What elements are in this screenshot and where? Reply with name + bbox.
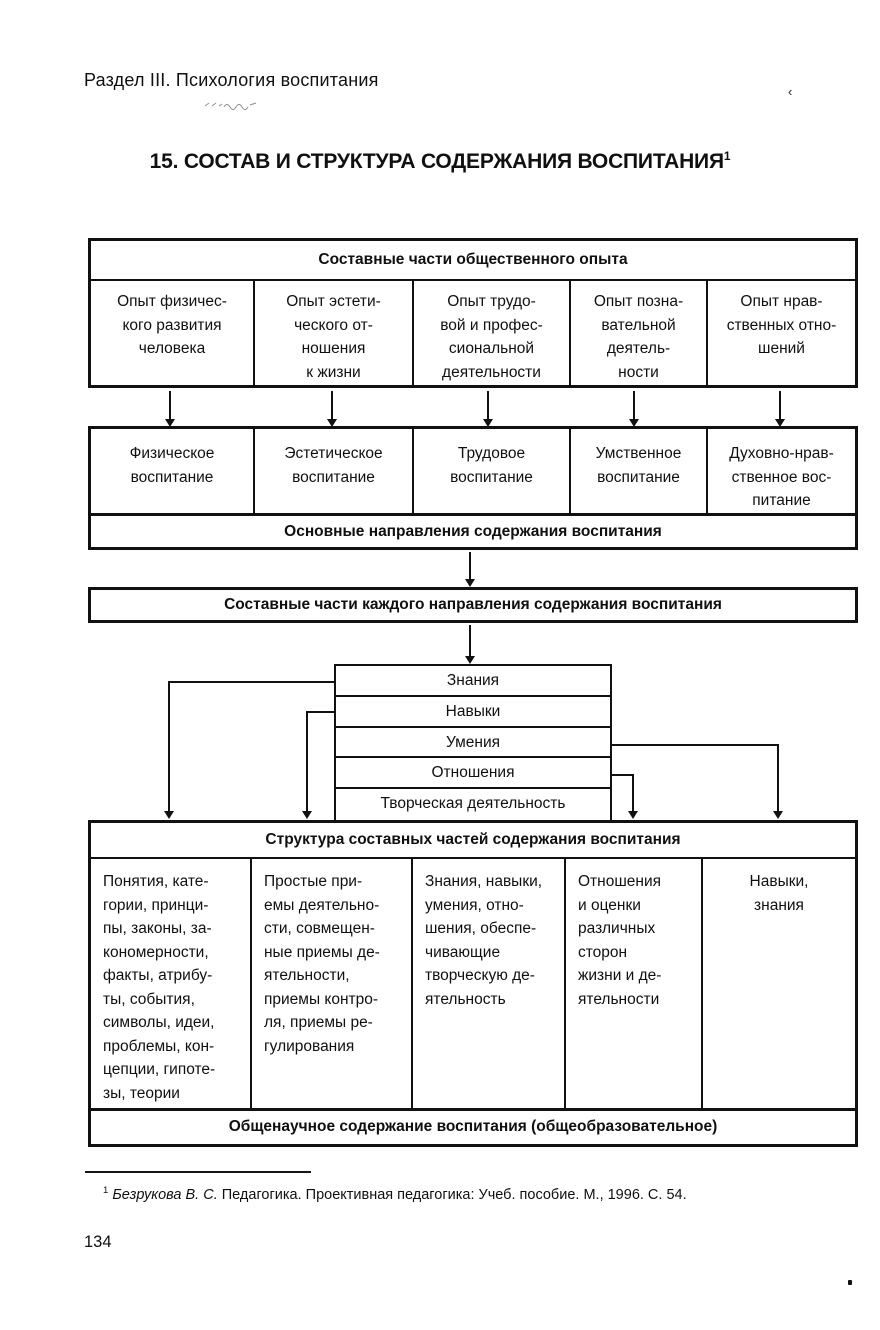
table-cell: Умственное воспитание bbox=[571, 429, 708, 513]
table-cell: Опыт позна- вательной деятель- ности bbox=[571, 281, 708, 385]
connector-line bbox=[306, 711, 334, 713]
table-social-experience: Составные части общественного опыта Опыт… bbox=[88, 238, 858, 388]
arrow-down-head bbox=[775, 419, 785, 427]
table-cell: Навыки, знания bbox=[749, 873, 809, 914]
table-cell: Духовно-нрав- ственное вос- питание bbox=[729, 445, 834, 509]
footnote-author: Безрукова В. С. bbox=[112, 1186, 218, 1203]
arrow-down bbox=[487, 391, 489, 420]
arrow-down-head bbox=[327, 419, 337, 427]
table-footer-band: Общенаучное содержание воспитания (общео… bbox=[91, 1108, 855, 1144]
arrow-down bbox=[633, 391, 635, 420]
arrow-down-head bbox=[629, 419, 639, 427]
scan-artifact-comma: ‹ bbox=[788, 84, 793, 99]
table-cell: Физическое воспитание bbox=[91, 429, 255, 513]
connector-line bbox=[168, 681, 170, 812]
arrow-down bbox=[331, 391, 333, 420]
pencil-smudge bbox=[203, 97, 261, 115]
arrow-down-head bbox=[628, 811, 638, 819]
arrow-down-head bbox=[483, 419, 493, 427]
connector-line bbox=[612, 774, 634, 776]
table-structure: Структура составных частей содержания во… bbox=[88, 820, 858, 1147]
arrow-down-head bbox=[302, 811, 312, 819]
table-cell: Трудовое воспитание bbox=[414, 429, 571, 513]
page-title-text: 15. СОСТАВ И СТРУКТУРА СОДЕРЖАНИЯ ВОСПИТ… bbox=[149, 150, 724, 173]
table-cell: Опыт физичес- кого развития человека bbox=[91, 281, 255, 385]
arrow-down-head bbox=[465, 656, 475, 664]
table-footer-band: Основные направления содержания воспитан… bbox=[91, 513, 855, 547]
table-cell: Эстетическое воспитание bbox=[255, 429, 414, 513]
page-title: 15. СОСТАВ И СТРУКТУРА СОДЕРЖАНИЯ ВОСПИТ… bbox=[0, 149, 880, 174]
connector-line bbox=[612, 744, 779, 746]
table-cell: Отношения и оценки различных сторон жизн… bbox=[566, 859, 703, 1108]
stack-row: Навыки bbox=[336, 697, 610, 728]
page-number: 134 bbox=[84, 1233, 112, 1251]
table-cell: Опыт нрав- ственных отно- шений bbox=[726, 293, 837, 357]
table-header: Составные части общественного опыта bbox=[91, 241, 855, 281]
arrow-down-head bbox=[773, 811, 783, 819]
arrow-down bbox=[169, 391, 171, 420]
stack-row: Отношения bbox=[336, 758, 610, 790]
stack-row: Знания bbox=[336, 666, 610, 697]
arrow-down bbox=[469, 552, 471, 580]
footnote-text: Педагогика. Проективная педагогика: Учеб… bbox=[217, 1186, 687, 1203]
connector-line bbox=[632, 774, 634, 812]
table-cell: Знания, навыки, умения, отно- шения, обе… bbox=[413, 859, 566, 1108]
footnote-separator bbox=[85, 1171, 311, 1173]
table-cell: Опыт эстети- ческого от- ношения к жизни bbox=[255, 281, 414, 385]
page-title-superscript: 1 bbox=[723, 149, 731, 163]
footnote: 1 Безрукова В. С. Педагогика. Проективна… bbox=[103, 1185, 687, 1203]
arrow-down bbox=[779, 391, 781, 420]
banner-components: Составные части каждого направления соде… bbox=[88, 587, 858, 623]
arrow-down-head bbox=[164, 811, 174, 819]
table-cell: Понятия, кате- гории, принци- пы, законы… bbox=[91, 859, 252, 1108]
connector-line bbox=[306, 711, 308, 812]
section-header: Раздел III. Психология воспитания bbox=[84, 70, 379, 90]
connector-line bbox=[168, 681, 334, 683]
table-directions: Физическое воспитание Эстетическое воспи… bbox=[88, 426, 858, 550]
components-stack: Знания Навыки Умения Отношения Творческа… bbox=[334, 664, 612, 822]
stack-row: Творческая деятельность bbox=[380, 795, 566, 813]
table-cell: Простые при- емы деятельно- сти, совмеще… bbox=[252, 859, 413, 1108]
stack-row: Умения bbox=[336, 728, 610, 759]
connector-line bbox=[777, 744, 779, 812]
arrow-down bbox=[469, 625, 471, 657]
arrow-down-head bbox=[465, 579, 475, 587]
scan-artifact-speck bbox=[848, 1280, 852, 1285]
arrow-down-head bbox=[165, 419, 175, 427]
table-header: Структура составных частей содержания во… bbox=[91, 823, 855, 859]
footnote-marker: 1 bbox=[103, 1185, 109, 1196]
table-cell: Опыт трудо- вой и профес- сиональной дея… bbox=[414, 281, 571, 385]
